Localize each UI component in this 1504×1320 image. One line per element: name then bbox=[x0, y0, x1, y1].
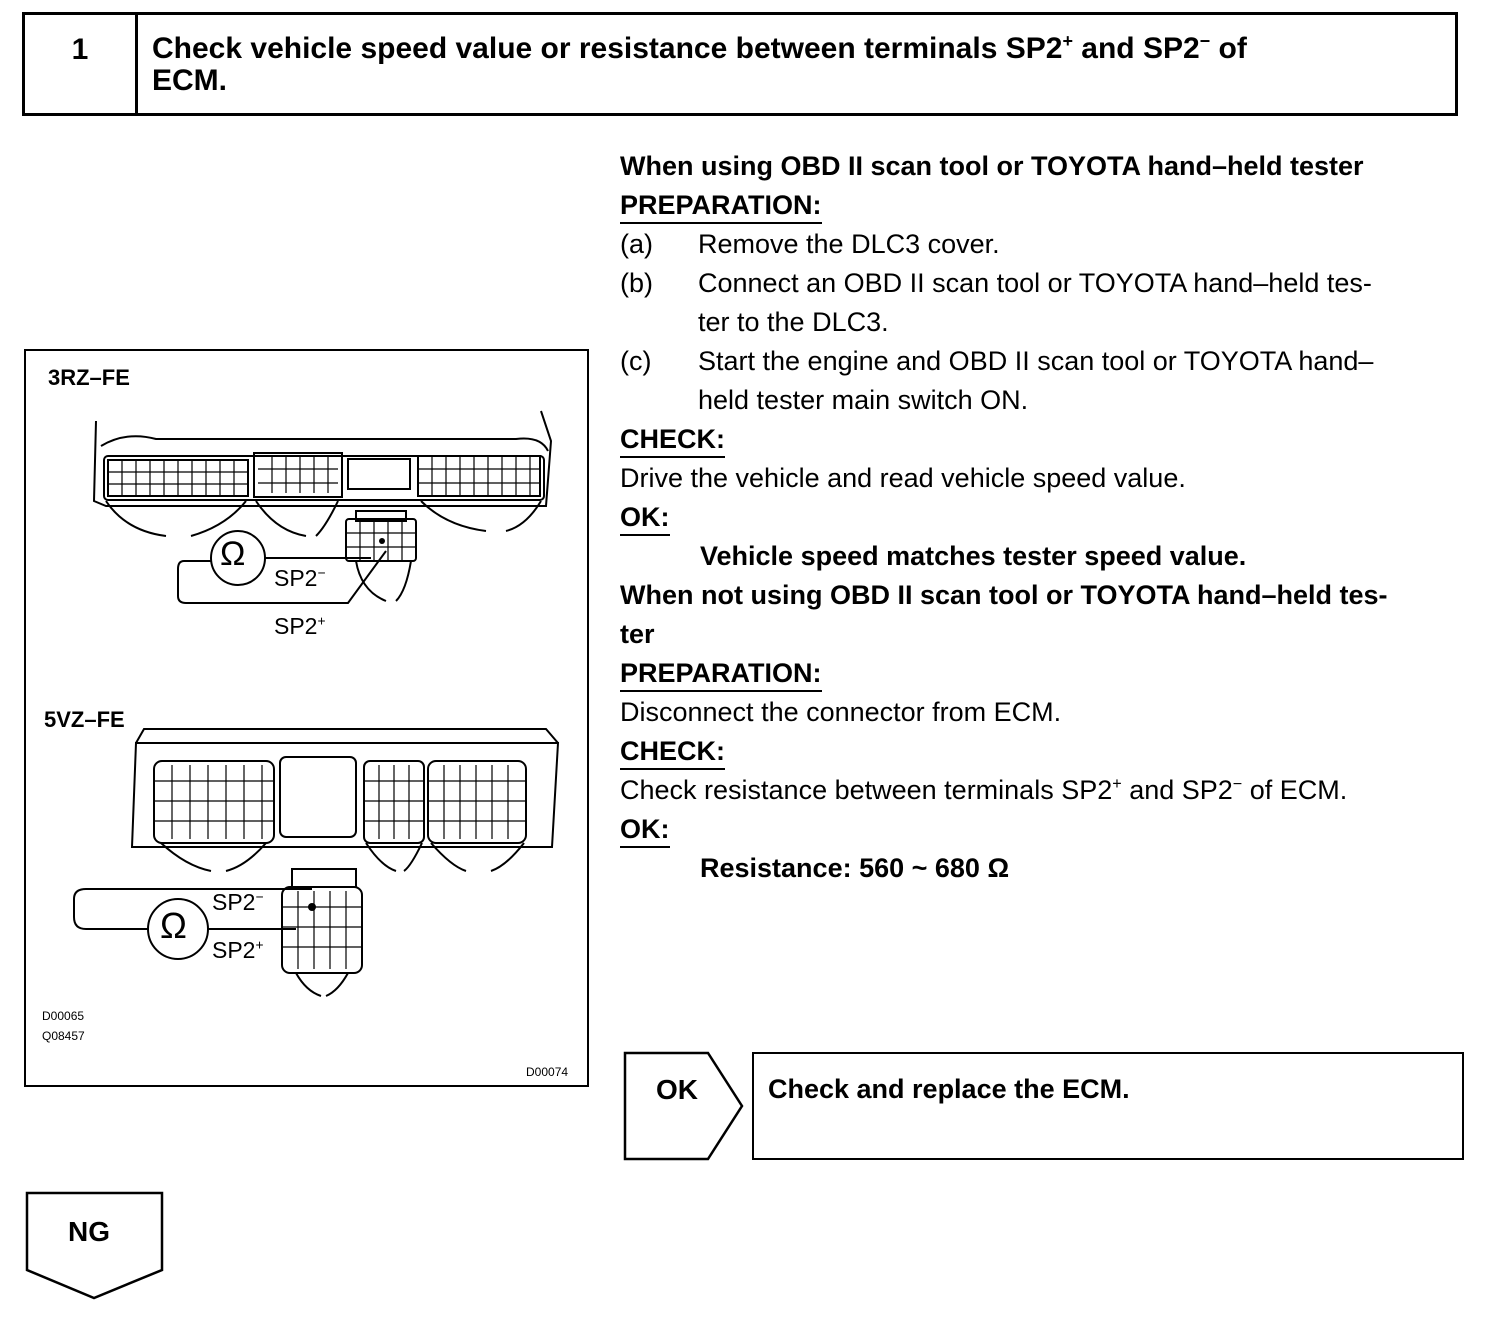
minus-sign: − bbox=[1232, 775, 1243, 793]
ng-arrow-shape bbox=[25, 1191, 164, 1300]
plus-sign: + bbox=[1112, 775, 1122, 793]
plus-sign: + bbox=[1062, 31, 1073, 51]
step-text: ter to the DLC3. bbox=[698, 307, 889, 337]
engine-label-5vz: 5VZ–FE bbox=[44, 707, 125, 732]
step-title-part: Check vehicle speed value or resistance … bbox=[152, 32, 1063, 65]
step-header: 1 Check vehicle speed value or resistanc… bbox=[22, 12, 1458, 116]
step-title-part: ECM. bbox=[152, 64, 227, 97]
sp2-minus-label: SP2− bbox=[212, 889, 264, 916]
figure-code: D00065 bbox=[42, 1009, 85, 1023]
figure-code: Q08457 bbox=[42, 1029, 85, 1043]
preparation-label: PREPARATION: bbox=[620, 658, 822, 692]
check-text: Check resistance between terminals SP2+ … bbox=[620, 774, 1347, 806]
section2-heading-cont: ter bbox=[620, 619, 655, 649]
ok-spec: Vehicle speed matches tester speed value… bbox=[700, 541, 1247, 571]
ok-action-box: Check and replace the ECM. bbox=[752, 1052, 1464, 1160]
step-label: (b) bbox=[620, 268, 653, 298]
check-text-part: of ECM. bbox=[1242, 775, 1348, 805]
step-text: Start the engine and OBD II scan tool or… bbox=[698, 346, 1374, 376]
minus-sign: − bbox=[317, 565, 326, 581]
section1-heading: When using OBD II scan tool or TOYOTA ha… bbox=[620, 151, 1364, 181]
engine-label-3rz: 3RZ–FE bbox=[48, 365, 130, 390]
step-text: held tester main switch ON. bbox=[698, 385, 1029, 415]
sp2-minus-label: SP2− bbox=[274, 565, 326, 592]
minus-sign: − bbox=[255, 889, 264, 905]
preparation-text: Disconnect the connector from ECM. bbox=[620, 697, 1062, 727]
step-text: Connect an OBD II scan tool or TOYOTA ha… bbox=[698, 268, 1372, 298]
check-text: Drive the vehicle and read vehicle speed… bbox=[620, 463, 1186, 493]
ok-spec: Resistance: 560 ~ 680 Ω bbox=[700, 853, 1010, 883]
sp2-plus-label: SP2+ bbox=[274, 613, 326, 640]
check-label: CHECK: bbox=[620, 424, 725, 458]
plus-sign: + bbox=[317, 613, 326, 629]
ecm-connector-figure: 3RZ–FE 5VZ–FE Ω Ω SP2− SP2+ SP2− SP2+ D0… bbox=[24, 349, 589, 1087]
check-text-part: Check resistance between terminals SP2 bbox=[620, 775, 1113, 805]
terminal-name: SP2 bbox=[274, 565, 318, 591]
terminal-name: SP2 bbox=[212, 937, 256, 963]
terminal-name: SP2 bbox=[274, 613, 318, 639]
step-number: 1 bbox=[25, 15, 138, 113]
terminal-name: SP2 bbox=[212, 889, 256, 915]
ok-arrow-shape bbox=[623, 1051, 744, 1161]
section2-heading: When not using OBD II scan tool or TOYOT… bbox=[620, 580, 1388, 610]
ohm-symbol: Ω bbox=[220, 535, 246, 573]
ok-label: OK: bbox=[620, 502, 670, 536]
check-text-part: and SP2 bbox=[1121, 775, 1233, 805]
ng-result-label: NG bbox=[68, 1216, 110, 1247]
step-title-part: of bbox=[1210, 32, 1247, 65]
step-text: Remove the DLC3 cover. bbox=[698, 229, 1000, 259]
step-title: Check vehicle speed value or resistance … bbox=[138, 15, 1455, 113]
sp2-plus-label: SP2+ bbox=[212, 937, 264, 964]
ecm-connector-illustration bbox=[73, 410, 560, 997]
ohm-symbol: Ω bbox=[160, 905, 187, 946]
ok-action-text: Check and replace the ECM. bbox=[768, 1074, 1130, 1104]
ok-label: OK: bbox=[620, 814, 670, 848]
plus-sign: + bbox=[255, 937, 264, 953]
figure-code: D00074 bbox=[526, 1065, 569, 1079]
preparation-label: PREPARATION: bbox=[620, 190, 822, 224]
check-label: CHECK: bbox=[620, 736, 725, 770]
step-label: (c) bbox=[620, 346, 652, 376]
minus-sign: − bbox=[1199, 31, 1211, 51]
ok-result-label: OK bbox=[656, 1074, 698, 1105]
step-title-part: and SP2 bbox=[1072, 32, 1200, 65]
step-label: (a) bbox=[620, 229, 653, 259]
